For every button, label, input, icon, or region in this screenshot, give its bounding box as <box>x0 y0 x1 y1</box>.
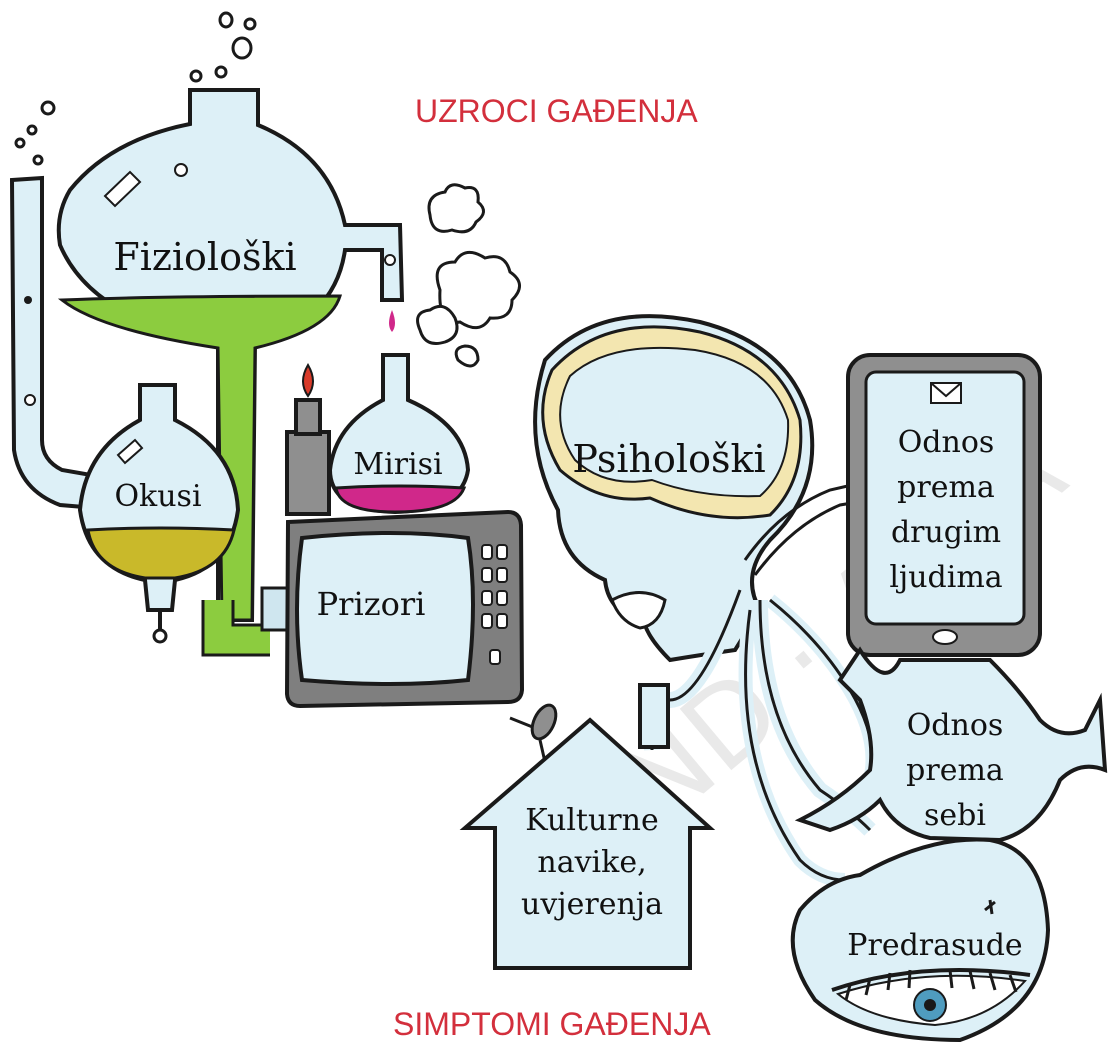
label-prejudice: Predrasude <box>847 928 1022 963</box>
label-physiological: Fiziološki <box>113 235 296 279</box>
label-relation-others-line: Odnos <box>898 425 995 460</box>
label-relation-self-line: Odnos <box>907 708 1004 743</box>
smoke-cloud-icon <box>418 185 520 366</box>
label-relation-others-line: drugim <box>891 515 1001 550</box>
label-relation-others-line: prema <box>897 470 995 505</box>
label-culture: Kulturne navike, uvjerenja <box>521 803 663 922</box>
envelope-icon <box>931 383 961 403</box>
label-culture-line: uvjerenja <box>521 887 663 922</box>
label-psychological: Psihološki <box>572 437 765 481</box>
label-tastes: Okusi <box>114 479 201 514</box>
label-relation-others-line: ljudima <box>889 560 1002 595</box>
label-culture-line: navike, <box>537 845 646 880</box>
bunsen-burner-icon <box>287 365 329 514</box>
round-flask-icon <box>330 355 468 512</box>
label-relation-self-line: sebi <box>924 798 986 833</box>
label-sights: Prizori <box>317 585 426 623</box>
label-relation-self-line: prema <box>906 753 1004 788</box>
label-smells: Mirisi <box>353 447 442 482</box>
label-culture-line: Kulturne <box>525 803 658 838</box>
